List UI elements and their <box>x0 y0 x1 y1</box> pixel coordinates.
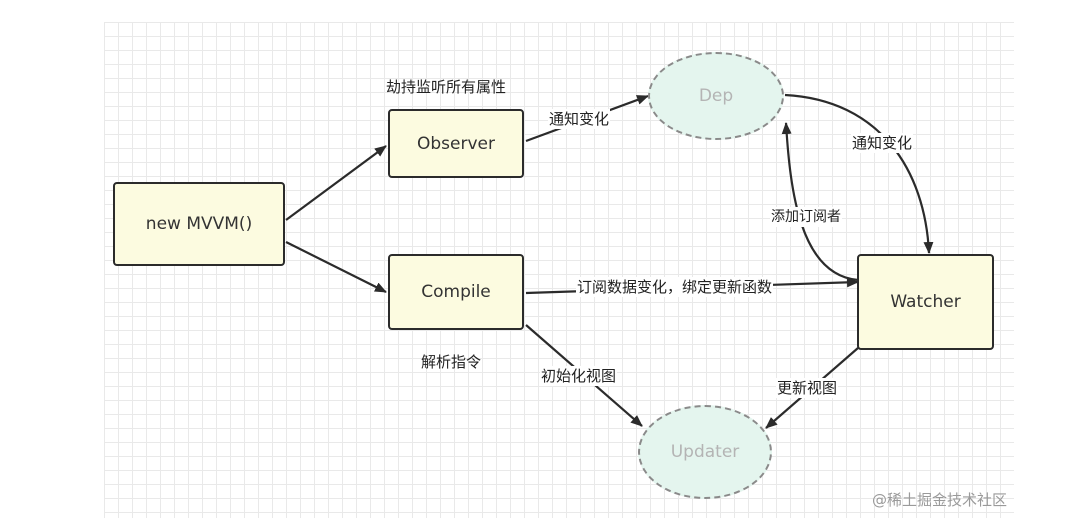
arrow-mvvm-to-compile <box>285 241 387 293</box>
node-updater: Updater <box>638 405 772 499</box>
node-dep: Dep <box>648 52 784 140</box>
observer-caption: 劫持监听所有属性 <box>386 78 507 96</box>
edge-label-compile-to-updater: 初始化视图 <box>540 366 618 386</box>
node-observer: Observer <box>388 109 524 178</box>
arrow-dep-to-watcher <box>784 93 934 254</box>
edge-label-watcher-to-dep: 添加订阅者 <box>770 207 842 227</box>
edge-label-compile-to-watcher: 订阅数据变化，绑定更新函数 <box>576 277 774 297</box>
edge-label-watcher-to-updater: 更新视图 <box>776 378 839 398</box>
edge-label-observer-to-dep: 通知变化 <box>548 109 611 129</box>
arrow-mvvm-to-observer <box>285 145 387 221</box>
node-watcher: Watcher <box>857 254 994 350</box>
node-new-mvvm: new MVVM() <box>113 182 285 266</box>
watermark: @稀土掘金技术社区 <box>872 491 1008 509</box>
arrow-watcher-to-dep <box>781 122 859 282</box>
edge-label-dep-to-watcher: 通知变化 <box>851 133 914 153</box>
node-compile: Compile <box>388 254 524 330</box>
compile-caption: 解析指令 <box>421 353 482 371</box>
